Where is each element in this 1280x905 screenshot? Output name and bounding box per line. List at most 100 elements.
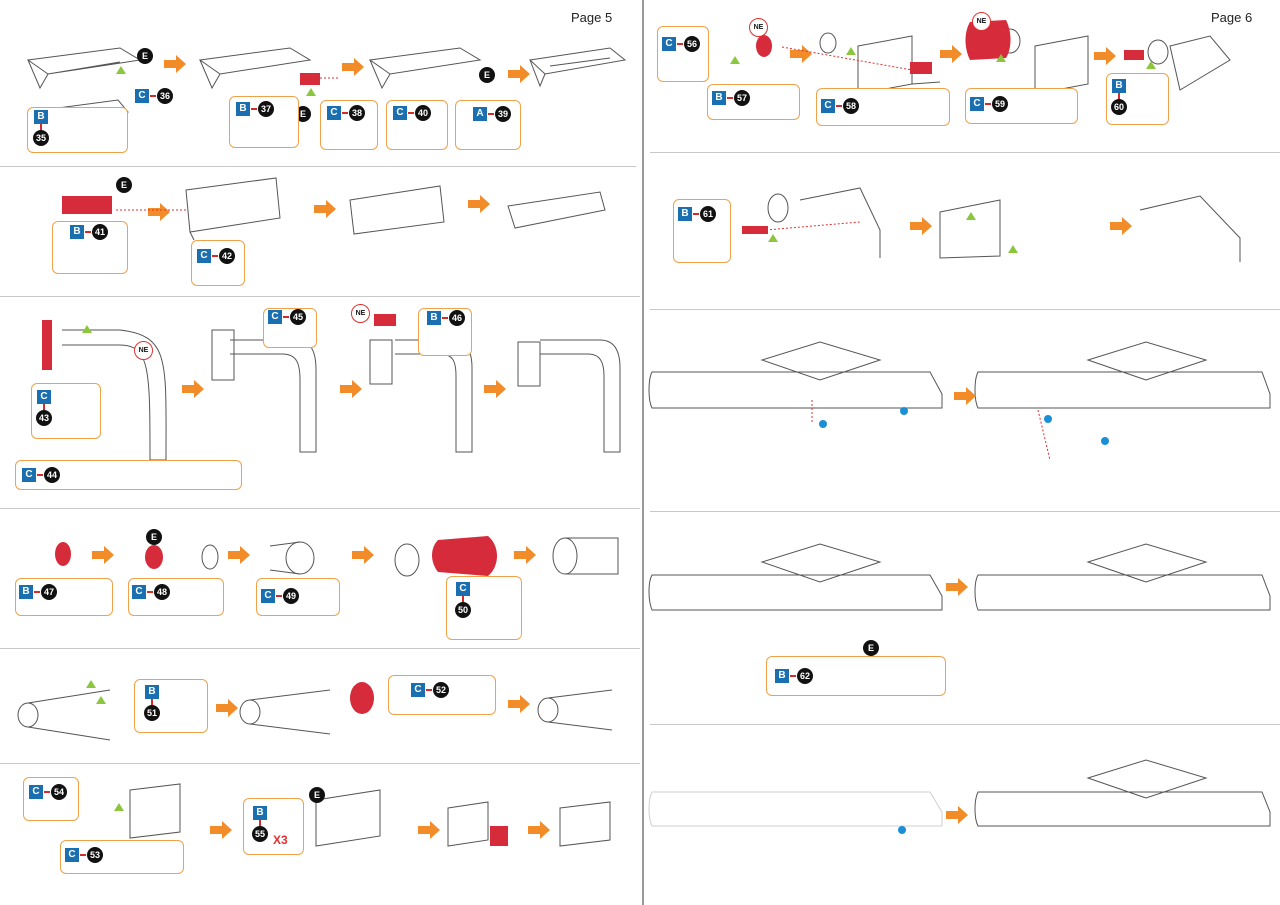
part-tag: B 57: [712, 90, 750, 106]
part-number: 42: [219, 248, 235, 264]
sheet-letter: C: [662, 37, 676, 51]
part-number: 52: [433, 682, 449, 698]
row-divider: [0, 763, 640, 764]
marker-e: E: [116, 177, 132, 193]
tag-connector: [1118, 93, 1120, 99]
marker-e: E: [309, 787, 325, 803]
page-label-5: Page 5: [571, 10, 613, 25]
part-tag: B 46: [427, 310, 465, 326]
callout-box: [657, 26, 709, 82]
part-tag: C 36: [135, 88, 173, 104]
tag-connector: [150, 95, 156, 97]
row-divider: [0, 296, 640, 297]
part-number: 61: [700, 206, 716, 222]
tag-connector: [151, 699, 153, 705]
part-number: 60: [1111, 99, 1127, 115]
part-tag: C 42: [197, 248, 235, 264]
part-number: 35: [33, 130, 49, 146]
part-number: 57: [734, 90, 750, 106]
part-tag: C 52: [411, 682, 449, 698]
part-number: 54: [51, 784, 67, 800]
sheet-letter: C: [65, 848, 79, 862]
marker-ne: NE: [134, 341, 153, 360]
part-tag: C 58: [821, 98, 859, 114]
sheet-letter: B: [1112, 79, 1126, 93]
tag-connector: [442, 317, 448, 319]
tag-connector: [259, 820, 261, 826]
marker-e: E: [146, 529, 162, 545]
tag-connector: [342, 112, 348, 114]
sheet-letter: C: [268, 310, 282, 324]
callout-box: [766, 656, 946, 696]
tag-connector: [43, 404, 45, 410]
part-tag: C 49: [261, 588, 299, 604]
sheet-letter: C: [37, 390, 51, 404]
part-number: 58: [843, 98, 859, 114]
marker-e: E: [137, 48, 153, 64]
tag-connector: [37, 474, 43, 476]
part-tag: C 56: [662, 36, 700, 52]
marker-ne: NE: [351, 304, 370, 323]
part-number: 50: [455, 602, 471, 618]
part-tag: C 44: [22, 467, 60, 483]
part-tag: B 41: [70, 224, 108, 240]
part-tag: B 47: [19, 584, 57, 600]
tag-connector: [727, 97, 733, 99]
part-number: 39: [495, 106, 511, 122]
tag-connector: [85, 231, 91, 233]
tag-connector: [251, 108, 257, 110]
callout-box: [816, 88, 950, 126]
part-tag: B 35: [33, 110, 49, 146]
row-divider: [0, 648, 640, 649]
page-label-6: Page 6: [1211, 10, 1253, 25]
part-number: 49: [283, 588, 299, 604]
tag-connector: [677, 43, 683, 45]
part-tag: C 43: [36, 390, 52, 426]
tag-connector: [283, 316, 289, 318]
callout-box: [23, 777, 79, 821]
tag-connector: [488, 113, 494, 115]
part-tag: C 59: [970, 96, 1008, 112]
part-number: 47: [41, 584, 57, 600]
part-number: 59: [992, 96, 1008, 112]
tag-connector: [693, 213, 699, 215]
part-number: 37: [258, 101, 274, 117]
tag-connector: [147, 591, 153, 593]
row-divider: [650, 309, 1280, 310]
part-tag: B 51: [144, 685, 160, 721]
tag-connector: [80, 854, 86, 856]
sheet-letter: B: [427, 311, 441, 325]
part-number: 46: [449, 310, 465, 326]
sheet-letter: B: [70, 225, 84, 239]
sheet-letter: C: [29, 785, 43, 799]
page-divider: [642, 0, 644, 905]
sheet-letter: B: [253, 806, 267, 820]
sheet-letter: C: [393, 106, 407, 120]
tag-connector: [790, 675, 796, 677]
tag-connector: [40, 124, 42, 130]
marker-e: E: [479, 67, 495, 83]
part-number: 38: [349, 105, 365, 121]
row-divider: [0, 508, 640, 509]
tag-connector: [44, 791, 50, 793]
part-number: 53: [87, 847, 103, 863]
sheet-letter: C: [411, 683, 425, 697]
tag-connector: [426, 689, 432, 691]
part-number: 62: [797, 668, 813, 684]
part-tag: C 45: [268, 309, 306, 325]
sheet-letter: B: [775, 669, 789, 683]
part-number: 56: [684, 36, 700, 52]
sheet-letter: B: [678, 207, 692, 221]
sheet-letter: B: [236, 102, 250, 116]
row-divider: [650, 152, 1280, 153]
part-tag: C 38: [327, 105, 365, 121]
sheet-letter: C: [135, 89, 149, 103]
part-number: 55: [252, 826, 268, 842]
tag-connector: [276, 595, 282, 597]
tag-connector: [985, 103, 991, 105]
part-tag: B 55: [252, 806, 268, 842]
sheet-letter: B: [19, 585, 33, 599]
sheet-letter: C: [456, 582, 470, 596]
